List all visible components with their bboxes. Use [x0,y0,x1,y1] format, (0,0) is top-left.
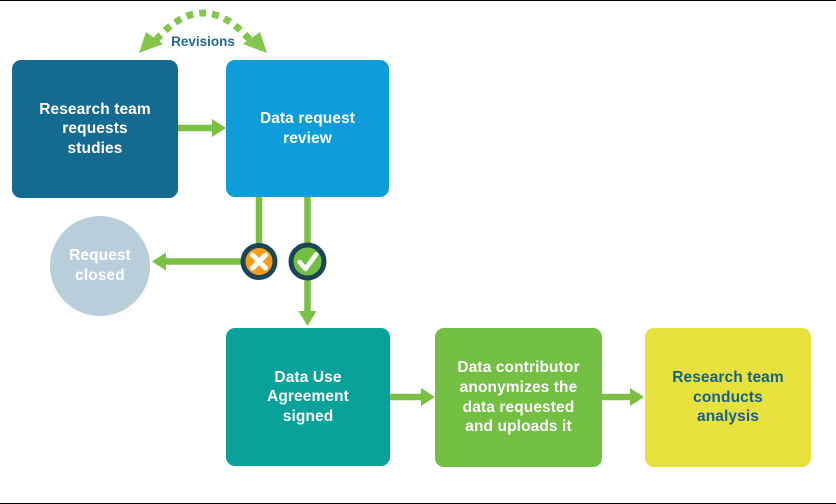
node-research-team-conducts-analysis-label: Research team conducts analysis [672,369,784,426]
revisions-label: Revisions [171,34,235,49]
node-data-use-agreement-signed-label: Data Use Agreement signed [267,368,349,425]
arrow-approve-to-dua-head [298,311,317,326]
node-research-team-requests: Research team requests studies [12,60,178,198]
arrow-request-to-review-head [212,119,226,137]
approve-check-circle-icon [288,242,327,281]
arrow-reject-to-closed-head [152,252,166,271]
arrow-contributor-to-analysis-head [630,388,644,406]
node-request-closed: Request closed [50,216,150,316]
node-data-request-review: Data request review [226,60,389,197]
node-research-team-requests-label: Research team requests studies [39,100,151,157]
node-data-use-agreement-signed: Data Use Agreement signed [226,328,390,466]
node-research-team-conducts-analysis: Research team conducts analysis [645,328,811,467]
node-data-contributor-anonymizes: Data contributor anonymizes the data req… [435,328,602,467]
reject-x-circle-icon [240,243,278,280]
arrow-dua-to-contributor-head [421,388,435,406]
node-request-closed-label: Request closed [69,247,131,284]
top-border-line [0,0,836,1]
node-data-request-review-label: Data request review [259,109,356,147]
node-data-contributor-anonymizes-label: Data contributor anonymizes the data req… [457,359,580,436]
